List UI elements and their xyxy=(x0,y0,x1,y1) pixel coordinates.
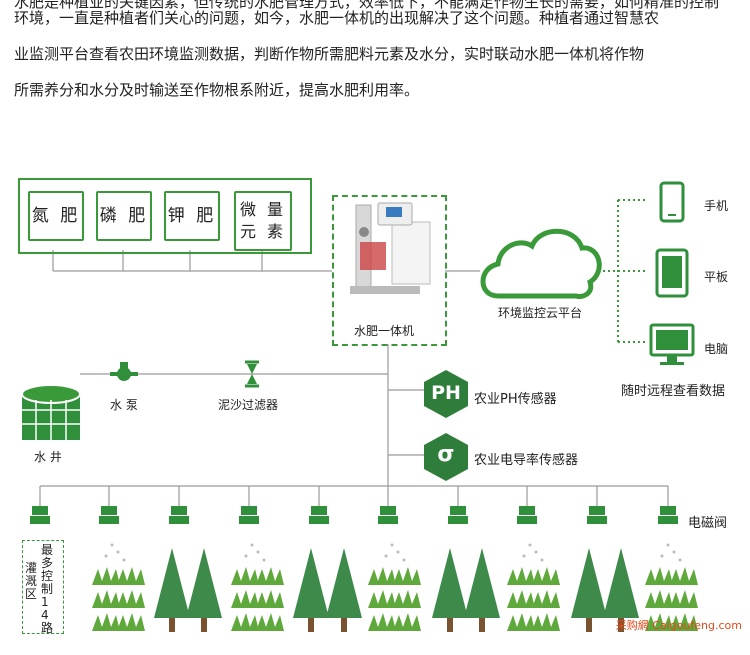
device-label-computer: 电脑 xyxy=(704,342,729,356)
well-icon xyxy=(21,384,81,440)
ph-badge-text: PH xyxy=(431,382,461,404)
ph-sensor-label: 农业PH传感器 xyxy=(474,392,557,407)
irrigation-zone-box xyxy=(22,540,64,634)
intro-line-2: 业监测平台查看农田环境监测数据，判断作物所需肥料元素及水分，实时联动水肥一体机将… xyxy=(14,45,645,63)
irrigation-zone-side-label: 灌溉区 xyxy=(25,561,38,601)
watermark: 采购網 Caigoufeng.com xyxy=(615,619,742,632)
pump-icon xyxy=(110,362,138,381)
nutrient-potassium-box: 钾 肥 xyxy=(164,191,220,241)
ec-sensor-label: 农业电导率传感器 xyxy=(474,453,579,468)
ec-sensor-hexagon xyxy=(424,433,468,481)
nutrient-group-frame xyxy=(18,178,312,254)
grass-crops xyxy=(92,567,698,631)
ph-sensor-hexagon xyxy=(424,370,468,418)
intro-cut-line: 水肥是种植业的关键因素，但传统的水肥管理方式，效率低下，不能满足作物生长的需要，… xyxy=(14,0,720,11)
fertigation-machine-illustration xyxy=(350,202,431,294)
computer-icon xyxy=(649,323,695,365)
solenoid-valves xyxy=(30,506,678,524)
fertigation-machine-box xyxy=(332,195,447,346)
nutrient-nitrogen-box: 氮 肥 xyxy=(28,191,84,241)
nutrient-trace-elements-box: 微 量 元 素 xyxy=(234,191,292,251)
machine-label: 水肥一体机 xyxy=(354,324,415,338)
cloud-platform-label: 环境监控云平台 xyxy=(498,306,583,320)
intro-paragraph: 水肥是种植业的关键因素，但传统的水肥管理方式，效率低下，不能满足作物生长的需要，… xyxy=(14,0,742,108)
cloud-icon xyxy=(480,228,602,299)
tablet-icon xyxy=(655,248,689,298)
remote-view-caption: 随时远程查看数据 xyxy=(621,384,726,399)
ec-badge-text: σ xyxy=(437,442,455,467)
intro-line-1: 环境，一直是种植者们关心的问题，如今，水肥一体机的出现解决了这个问题。种植者通过… xyxy=(14,9,660,27)
sand-filter-icon xyxy=(245,360,259,388)
filter-label: 泥沙过滤器 xyxy=(218,398,279,412)
solenoid-valve-label: 电磁阀 xyxy=(688,516,728,531)
pump-label: 水 泵 xyxy=(110,398,138,412)
well-label: 水 井 xyxy=(34,450,62,464)
spray-mist xyxy=(104,543,682,562)
phone-icon xyxy=(659,181,685,223)
device-label-tablet: 平板 xyxy=(704,270,729,284)
max-zones-label: 最多控制14路 xyxy=(41,543,54,635)
intro-line-3: 所需养分和水分及时输送至作物根系附近，提高水肥利用率。 xyxy=(14,81,420,99)
device-label-phone: 手机 xyxy=(704,199,729,213)
tree-crops xyxy=(154,548,639,632)
nutrient-phosphorus-box: 磷 肥 xyxy=(96,191,152,241)
